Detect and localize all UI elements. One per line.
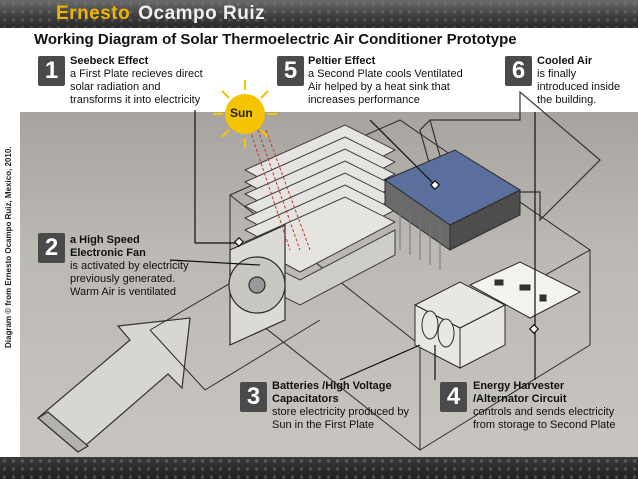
hex-pattern-footer: [0, 457, 638, 479]
electronic-fan: [228, 224, 286, 346]
battery-pack: [413, 281, 507, 369]
step-2-heading: a High Speed Electronic Fan: [70, 234, 146, 259]
footer-bar: [0, 457, 638, 479]
brand-first-name: Ernesto: [56, 3, 131, 24]
step-3-badge: 3: [240, 382, 267, 412]
step-3-note: Batteries /High Voltage Capacitators sto…: [272, 380, 412, 432]
step-4-note: Energy Harvester /Alternator Circuit con…: [473, 380, 618, 432]
header-bar: Ernesto Ocampo Ruiz: [0, 0, 638, 28]
step-6-heading: Cooled Air: [537, 55, 593, 67]
brand-last-name: Ocampo Ruiz: [138, 3, 266, 24]
callout-lines: [169, 110, 540, 381]
step-5-heading: Peltier Effect: [308, 55, 376, 67]
step-4-badge: 4: [440, 382, 467, 412]
step-6-text: is finally introduced inside the buildin…: [537, 68, 621, 106]
diagram-title: Working Diagram of Solar Thermoelectric …: [34, 31, 517, 48]
peltier-plate: [383, 149, 522, 270]
step-2-text: is activated by electricity previously g…: [70, 260, 189, 298]
step-4-text: controls and sends electricity from stor…: [473, 406, 616, 431]
step-1-note: Seebeck Effect a First Plate recieves di…: [70, 55, 210, 107]
step-2-note: a High Speed Electronic Fan is activated…: [70, 234, 195, 299]
step-5-badge: 5: [277, 56, 304, 86]
step-2-badge: 2: [38, 233, 65, 263]
step-5-note: Peltier Effect a Second Plate cools Vent…: [308, 55, 468, 107]
solar-rays: [249, 129, 311, 251]
step-1-heading: Seebeck Effect: [70, 55, 149, 67]
sun-icon: [213, 80, 277, 148]
sun-label: Sun: [230, 106, 253, 120]
step-3-heading: Batteries /High Voltage Capacitators: [272, 380, 392, 405]
circuit-board: [468, 261, 582, 319]
step-5-text: a Second Plate cools Ventilated Air help…: [308, 68, 463, 106]
step-3-text: store electricity produced by Sun in the…: [272, 406, 409, 431]
hex-pattern: [0, 0, 638, 28]
step-4-heading: Energy Harvester /Alternator Circuit: [473, 380, 567, 405]
warm-air-inlet-arrow: [36, 317, 191, 453]
step-1-badge: 1: [38, 56, 65, 86]
step-6-badge: 6: [505, 56, 532, 86]
step-1-text: a First Plate recieves direct solar radi…: [70, 68, 203, 106]
brand-logo: Ernesto Ocampo Ruiz: [56, 3, 265, 25]
credit-text: Diagram © from Ernesto Ocampo Ruiz, Mexi…: [4, 146, 13, 348]
step-6-note: Cooled Air is finally introduced inside …: [537, 55, 627, 107]
